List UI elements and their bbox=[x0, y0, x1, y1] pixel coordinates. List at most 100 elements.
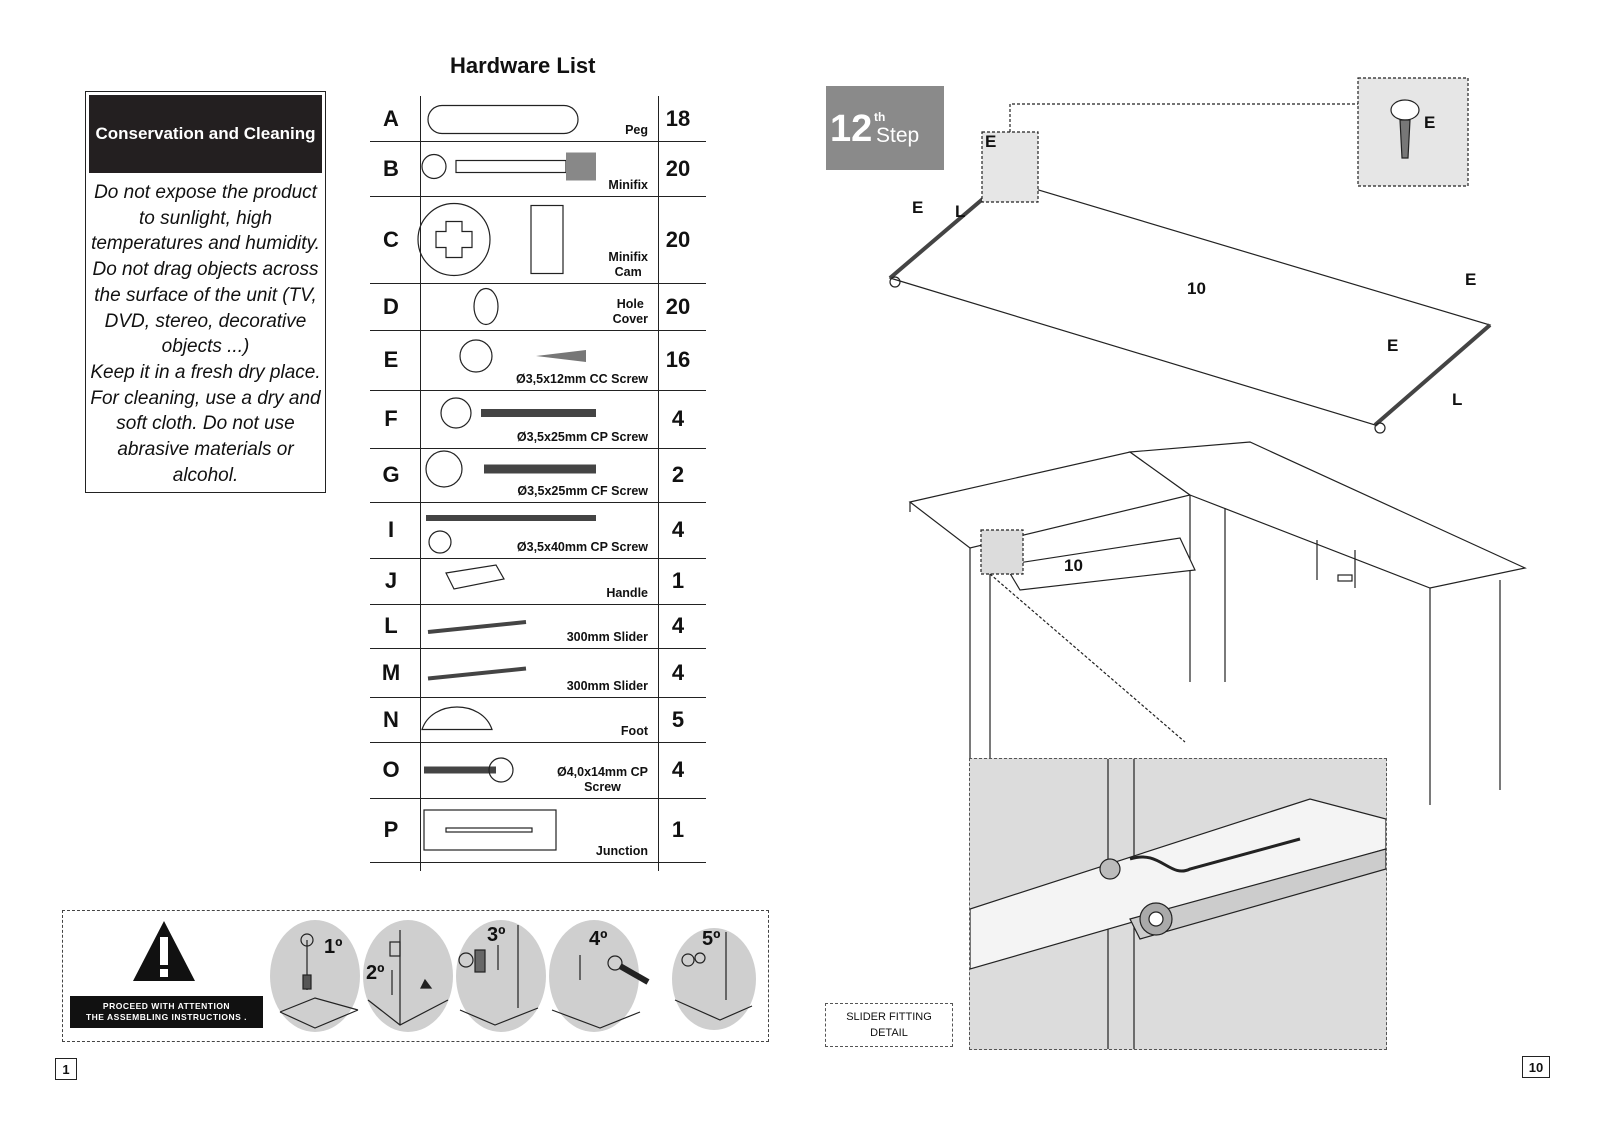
hardware-description: Ø3,5x40mm CP Screw bbox=[516, 540, 648, 554]
step-number: 2º bbox=[366, 962, 385, 984]
hardware-quantity: 1 bbox=[671, 568, 685, 593]
hardware-quantity: 4 bbox=[671, 613, 685, 638]
hardware-letter: J bbox=[384, 568, 398, 593]
handle-icon bbox=[445, 564, 505, 590]
assembly-step-illustration bbox=[549, 920, 639, 1032]
hardware-letter: P bbox=[383, 817, 399, 842]
hardware-letter: F bbox=[384, 406, 398, 431]
conservation-line: objects ...) bbox=[161, 336, 250, 358]
long-screw-icon bbox=[426, 515, 596, 554]
hardware-letter: B bbox=[383, 155, 399, 181]
label-e: E bbox=[1465, 270, 1477, 289]
step-badge-word: Step bbox=[876, 124, 920, 147]
hardware-quantity: 1 bbox=[671, 817, 685, 842]
hardware-quantity: 20 bbox=[665, 293, 691, 319]
label-l: L bbox=[1452, 390, 1463, 409]
hardware-quantity: 20 bbox=[665, 155, 691, 181]
hardware-row: B Minifix 20 bbox=[370, 141, 706, 197]
label-l: L bbox=[955, 202, 966, 221]
hardware-description: 300mm Slider bbox=[566, 630, 648, 644]
conservation-line: the surface of the unit (TV, bbox=[94, 284, 317, 306]
hardware-row: D Hole Cover 20 bbox=[370, 283, 706, 331]
hardware-letter: O bbox=[382, 757, 400, 782]
hardware-description: Ø4,0x14mm CP Screw bbox=[556, 765, 648, 794]
hardware-description: Foot bbox=[620, 724, 648, 738]
conservation-line: Do not drag objects across bbox=[92, 259, 319, 281]
conservation-line: temperatures and humidity. bbox=[91, 233, 320, 255]
hardware-description: Ø3,5x12mm CC Screw bbox=[515, 372, 648, 386]
hardware-description: Hole Cover bbox=[612, 297, 648, 326]
slider-detail-drawing bbox=[969, 759, 1387, 1049]
step-badge: 12 th Step bbox=[826, 86, 944, 170]
assembly-diagram bbox=[888, 77, 1527, 805]
hardware-quantity: 4 bbox=[671, 659, 685, 685]
warning-label-line1: Proceed with attention bbox=[102, 1001, 231, 1011]
hardware-letter: L bbox=[384, 613, 398, 638]
hardware-description: 300mm Slider bbox=[566, 679, 648, 693]
step-badge-number: 12 bbox=[830, 108, 873, 150]
hardware-letter: D bbox=[383, 293, 399, 319]
warning-label-line2: the assembling instructions . bbox=[85, 1012, 248, 1022]
step-number: 4º bbox=[589, 928, 608, 950]
hardware-letter: M bbox=[381, 659, 401, 685]
cf-screw-icon bbox=[425, 450, 596, 488]
hardware-quantity: 16 bbox=[665, 347, 691, 372]
hardware-row: G Ø3,5x25mm CF Screw 2 bbox=[370, 448, 706, 503]
hardware-letter: I bbox=[387, 517, 395, 542]
step-number: 3º bbox=[487, 924, 506, 946]
table-divider bbox=[658, 96, 659, 871]
assembly-steps-drawing bbox=[279, 925, 753, 1029]
hardware-description: Ø3,5x25mm CF Screw bbox=[517, 484, 648, 498]
label-part: 10 bbox=[1187, 279, 1206, 298]
hardware-letter: G bbox=[382, 462, 400, 487]
conservation-line: soft cloth. Do not use bbox=[116, 413, 295, 435]
hardware-quantity: 5 bbox=[671, 706, 685, 732]
conservation-line: DVD, stereo, decorative bbox=[104, 310, 307, 332]
assembly-step-illustration bbox=[456, 920, 546, 1032]
hardware-list-title: Hardware List bbox=[450, 53, 596, 78]
junction-icon bbox=[423, 809, 557, 851]
label-e: E bbox=[912, 198, 924, 217]
step-number: 1º bbox=[324, 936, 343, 958]
hardware-description: Minifix bbox=[608, 178, 648, 192]
slider-icon bbox=[427, 620, 527, 634]
hardware-letter: E bbox=[383, 347, 399, 372]
conservation-text: Do not expose the product to sunlight, hi… bbox=[90, 180, 321, 488]
minifix-icon bbox=[421, 152, 596, 181]
conservation-line: abrasive materials or bbox=[117, 439, 294, 461]
hardware-letter: C bbox=[383, 226, 399, 252]
warning-triangle-icon bbox=[133, 921, 195, 981]
hardware-description: Ø3,5x25mm CP Screw bbox=[516, 430, 648, 444]
hardware-row: L 300mm Slider 4 bbox=[370, 604, 706, 649]
conservation-line: For cleaning, use a dry and bbox=[90, 387, 321, 409]
page-number-left: 1 bbox=[55, 1058, 77, 1080]
hardware-description: Minifix Cam bbox=[608, 250, 648, 279]
assembly-step-illustration bbox=[363, 920, 453, 1032]
conservation-line: Keep it in a fresh dry place. bbox=[90, 361, 321, 383]
assembly-step-illustration bbox=[672, 928, 756, 1030]
hardware-quantity: 2 bbox=[671, 462, 685, 487]
conservation-box: Conservation and Cleaning Do not expose … bbox=[85, 91, 326, 493]
conservation-line: Do not expose the product bbox=[94, 182, 317, 203]
conservation-title: Conservation and Cleaning bbox=[89, 95, 322, 173]
hardware-row: E Ø3,5x12mm CC Screw 16 bbox=[370, 330, 706, 391]
hardware-description: Junction bbox=[595, 844, 648, 858]
short-screw-icon bbox=[424, 757, 514, 783]
label-e: E bbox=[985, 132, 997, 151]
label-e: E bbox=[1424, 113, 1436, 132]
hardware-letter: N bbox=[383, 706, 399, 732]
hardware-row: P Junction 1 bbox=[370, 798, 706, 863]
hardware-quantity: 4 bbox=[671, 406, 685, 431]
conservation-line: to sunlight, high bbox=[138, 207, 273, 229]
page-number-right: 10 bbox=[1522, 1056, 1550, 1078]
hardware-quantity: 20 bbox=[665, 226, 691, 252]
warning-panel bbox=[62, 910, 769, 1042]
table-divider bbox=[420, 96, 421, 871]
step-badge-suffix: th bbox=[874, 110, 886, 124]
cp-screw-icon bbox=[440, 397, 596, 429]
assembly-step-illustration bbox=[270, 920, 360, 1032]
